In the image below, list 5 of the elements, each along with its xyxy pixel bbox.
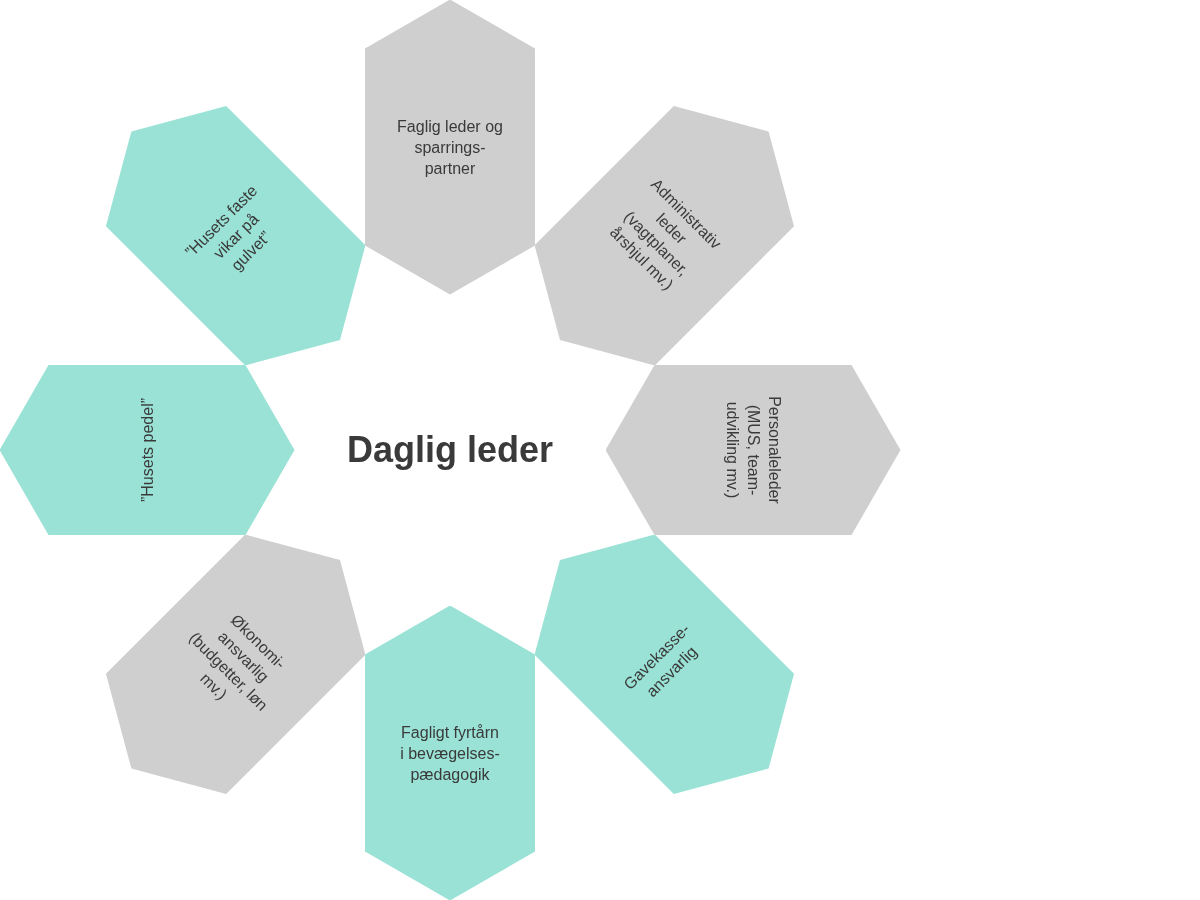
hexagon-text: ”Husets pedel” xyxy=(137,398,157,502)
hexagon-text: Faglig leder og sparrings- partner xyxy=(396,116,504,179)
hexagon-text: Fagligt fyrtårn i bevægelses- pædagogik xyxy=(399,722,501,785)
center-title: Daglig leder xyxy=(346,429,554,471)
hexagon-text: Personaleleder (MUS, team- udvikling mv.) xyxy=(722,395,784,506)
